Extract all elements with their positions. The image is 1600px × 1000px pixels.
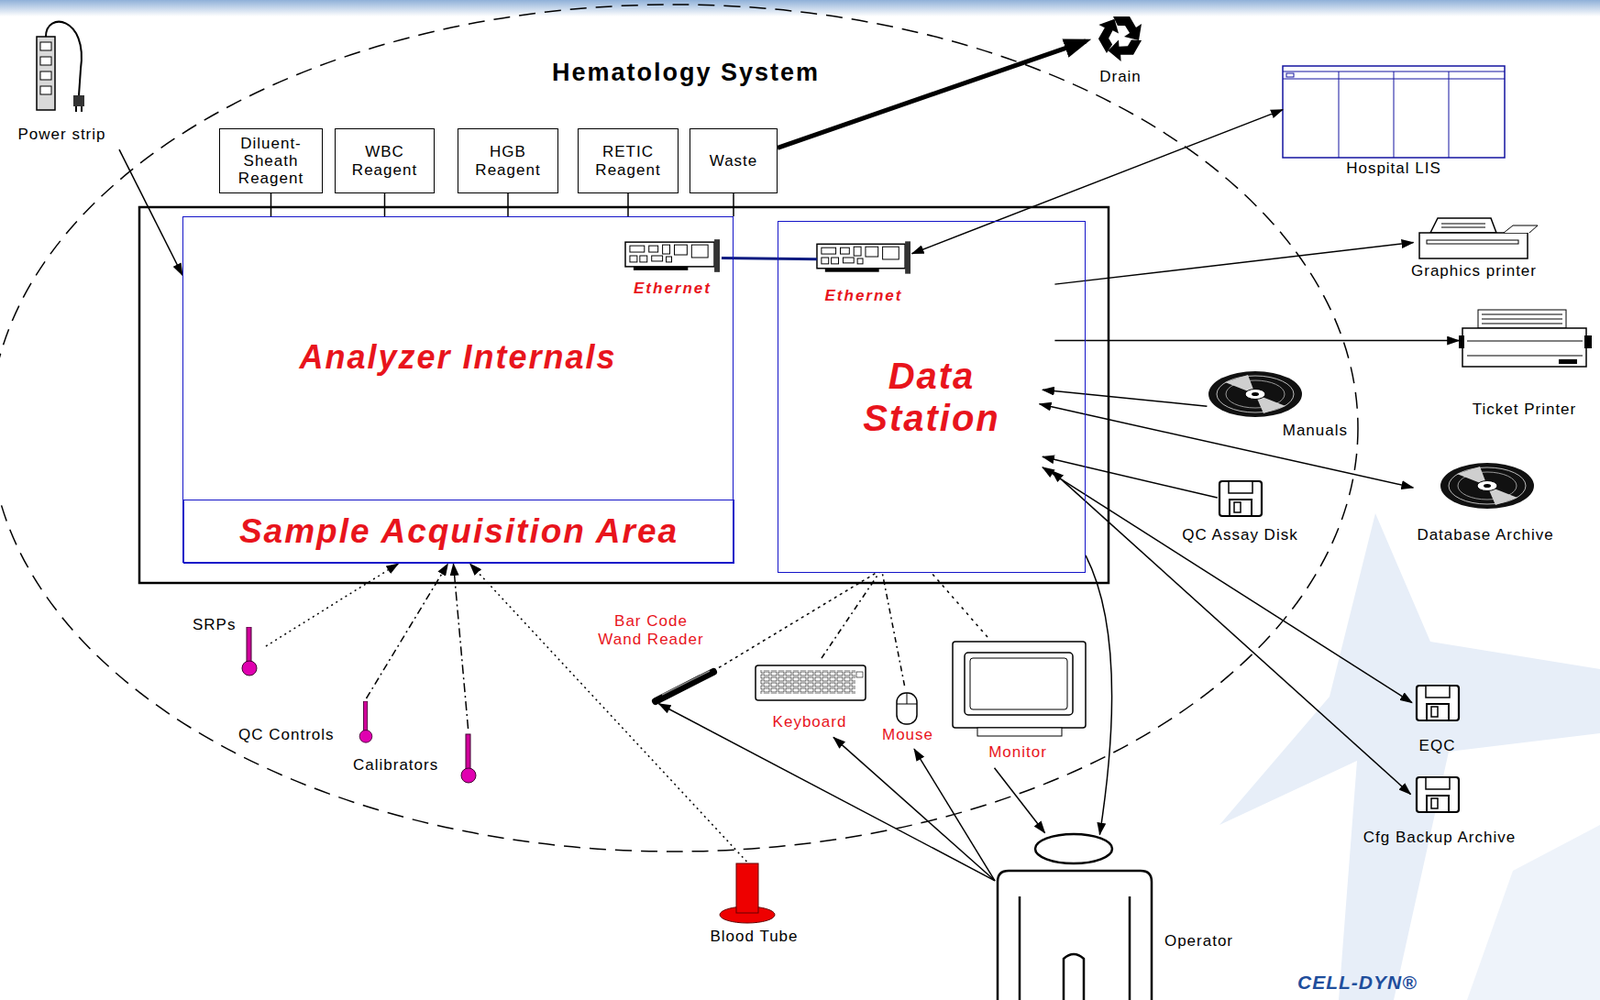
- manuals-disc: Manuals: [1201, 366, 1348, 441]
- blood-tube: Blood Tube: [692, 861, 817, 947]
- node-label: Monitor: [988, 743, 1048, 762]
- lis-server: Hospital LIS: [1282, 64, 1505, 178]
- node-label: Analyzer Internals: [298, 338, 617, 376]
- node-label: Hospital LIS: [1346, 159, 1442, 178]
- node-label: Bar Code Wand Reader: [591, 612, 711, 649]
- node-label: QC Controls: [238, 726, 335, 745]
- node-label: Ethernet: [633, 279, 712, 298]
- connector: [1085, 555, 1113, 836]
- node-label: Data Station: [821, 354, 1042, 440]
- connector: [384, 193, 387, 217]
- node-label: Waste: [709, 152, 759, 170]
- connector: [1054, 242, 1413, 286]
- drain-icon: Drain: [1081, 11, 1159, 87]
- connector: [1042, 456, 1218, 498]
- keyboard-icon: Keyboard: [750, 658, 870, 732]
- connector: [721, 257, 817, 259]
- connector: [882, 573, 905, 686]
- eqc-disk: EQC: [1379, 680, 1495, 756]
- connector: [366, 563, 449, 699]
- connector: [270, 193, 273, 217]
- node-label: Drain: [1099, 67, 1142, 87]
- reagent-box: HGB Reagent: [457, 128, 559, 194]
- barcode-wand: Bar Code Wand Reader: [573, 612, 729, 709]
- node-label: Calibrators: [353, 756, 439, 775]
- node-label: Operator: [1164, 932, 1234, 951]
- diagram-title: Hematology System: [456, 58, 916, 88]
- reagent-box: RETIC Reagent: [577, 128, 679, 194]
- connector: [994, 768, 1046, 834]
- ethernet-card: Ethernet: [812, 237, 916, 306]
- node-label: Keyboard: [772, 713, 848, 732]
- node-label: Ticket Printer: [1472, 400, 1578, 420]
- node-label: Ethernet: [825, 286, 904, 306]
- node-label: WBC Reagent: [341, 143, 430, 178]
- node-label: Blood Tube: [709, 927, 798, 947]
- power-strip-icon: Power strip: [4, 32, 120, 144]
- connector: [659, 704, 996, 882]
- node-label: Power strip: [17, 125, 106, 144]
- connector: [833, 737, 995, 881]
- connector: [470, 563, 748, 862]
- connector: [912, 110, 1283, 254]
- connector: [265, 563, 398, 647]
- connector: [1051, 471, 1411, 795]
- srp-tube: SRPs: [192, 614, 266, 679]
- node-label: Cfg Backup Archive: [1363, 828, 1516, 848]
- data-station-box: Data Station Ethernet: [777, 220, 1086, 574]
- sample-area-box: Sample Acquisition Area: [183, 499, 735, 564]
- connector: [1054, 340, 1459, 343]
- waste-box: Waste: [689, 128, 778, 194]
- reagent-box: Diluent-Sheath Reagent: [219, 128, 323, 194]
- connector: [452, 563, 468, 729]
- qc-control-tube: QC Controls: [238, 698, 376, 754]
- analyzer-box: Analyzer InternalsSample Acquisition Are…: [182, 216, 734, 563]
- node-label: EQC: [1419, 737, 1457, 756]
- ticket-printer: Ticket Printer: [1453, 307, 1596, 420]
- qc-assay-disk: QC Assay Disk: [1164, 474, 1316, 545]
- connector: [119, 149, 183, 276]
- ethernet-card: Ethernet: [619, 237, 726, 298]
- node-label: Database Archive: [1416, 526, 1554, 545]
- node-label: Sample Acquisition Area: [239, 512, 679, 552]
- node-label: RETIC Reagent: [584, 143, 673, 178]
- connector: [931, 573, 988, 638]
- calibrator-tube: Calibrators: [353, 728, 477, 790]
- node-label: HGB Reagent: [463, 143, 552, 178]
- node-label: Diluent-Sheath Reagent: [223, 134, 319, 188]
- node-label: Graphics printer: [1411, 262, 1537, 281]
- operator-figure: Operator: [994, 829, 1234, 1000]
- graphics-printer: Graphics printer: [1398, 212, 1550, 281]
- connector: [507, 193, 509, 217]
- archive-disc: Database Archive: [1398, 458, 1573, 545]
- connector: [713, 573, 877, 672]
- node-label: Mouse: [882, 726, 934, 745]
- connector: [1039, 404, 1414, 488]
- mouse-icon: Mouse: [875, 685, 940, 745]
- backup-disk: Cfg Backup Archive: [1343, 772, 1536, 848]
- monitor-icon: Monitor: [948, 637, 1087, 762]
- connector: [777, 41, 1086, 149]
- connector: [821, 573, 880, 659]
- node-label: Manuals: [1282, 421, 1348, 441]
- connector: [732, 193, 735, 217]
- connector: [1042, 389, 1207, 407]
- node-label: QC Assay Disk: [1181, 526, 1298, 545]
- connector: [627, 193, 629, 217]
- node-label: SRPs: [192, 616, 236, 635]
- logo-watermark: CELL-DYN®: [1297, 971, 1418, 994]
- connector: [914, 749, 995, 882]
- reagent-box: WBC Reagent: [334, 128, 435, 194]
